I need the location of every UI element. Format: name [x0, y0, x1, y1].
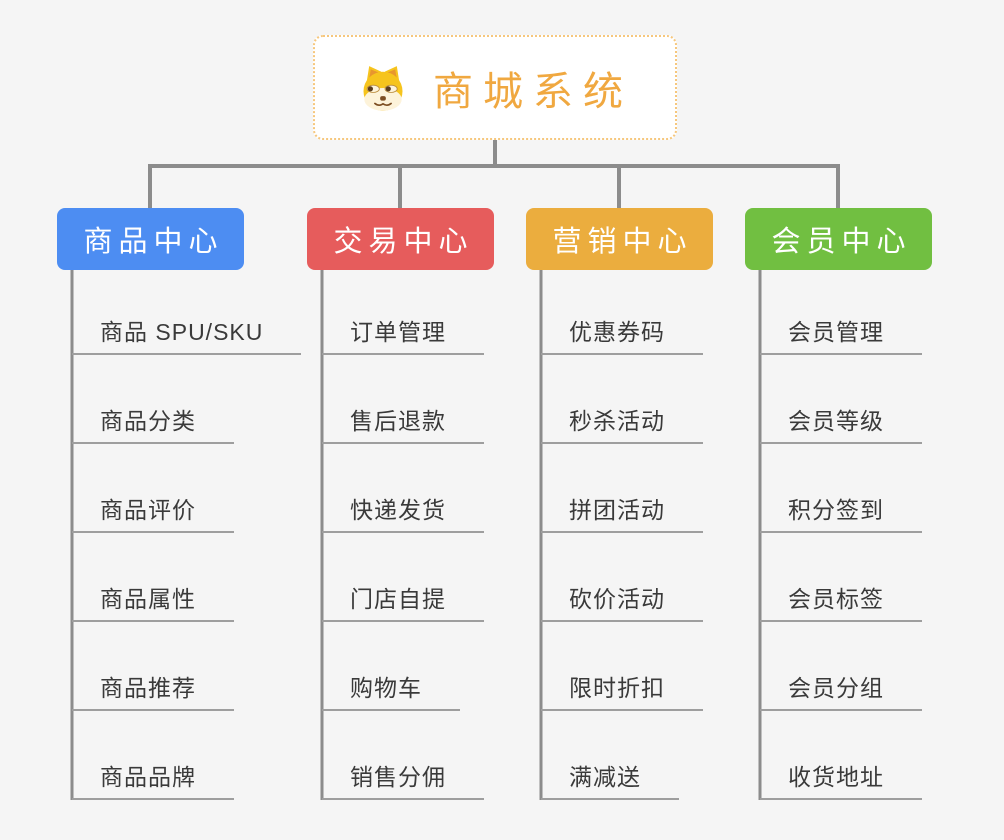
branch-node-marketing-center[interactable]: 营销中心: [526, 208, 713, 270]
root-node-label: 商城系统: [433, 69, 633, 114]
branch-node-trade-center[interactable]: 交易中心: [307, 208, 494, 270]
leaf-node[interactable]: 商品评价: [72, 493, 234, 533]
leaf-node[interactable]: 会员标签: [760, 582, 922, 622]
leaf-node[interactable]: 购物车: [322, 671, 460, 711]
leaf-node[interactable]: 会员等级: [760, 404, 922, 444]
leaf-node[interactable]: 拼团活动: [541, 493, 703, 533]
branch-node-product-center[interactable]: 商品中心: [57, 208, 244, 270]
branch-trunk-lines: [70, 268, 762, 800]
leaf-node[interactable]: 商品推荐: [72, 671, 234, 711]
leaf-node[interactable]: 优惠券码: [541, 315, 703, 355]
leaf-node[interactable]: 商品分类: [72, 404, 234, 444]
leaf-node[interactable]: 砍价活动: [541, 582, 703, 622]
leaf-node[interactable]: 收货地址: [760, 760, 922, 800]
leaf-node[interactable]: 售后退款: [322, 404, 484, 444]
leaf-node[interactable]: 销售分佣: [322, 760, 484, 800]
leaf-node[interactable]: 门店自提: [322, 582, 484, 622]
leaf-node[interactable]: 商品属性: [72, 582, 234, 622]
leaf-node[interactable]: 限时折扣: [541, 671, 703, 711]
leaf-node[interactable]: 商品 SPU/SKU: [72, 315, 302, 355]
leaf-node[interactable]: 快递发货: [322, 493, 484, 533]
root-node-mall-system[interactable]: 商城系统: [313, 35, 677, 140]
root-branch-connector: [148, 140, 840, 210]
leaf-node[interactable]: 秒杀活动: [541, 404, 703, 444]
leaf-node[interactable]: 满减送: [541, 760, 679, 800]
leaf-node[interactable]: 会员分组: [760, 671, 922, 711]
leaf-node[interactable]: 积分签到: [760, 493, 922, 533]
leaf-node[interactable]: 商品品牌: [72, 760, 234, 800]
doge-icon: [363, 65, 403, 111]
branch-node-member-center[interactable]: 会员中心: [745, 208, 932, 270]
leaf-node[interactable]: 订单管理: [322, 315, 484, 355]
leaf-node[interactable]: 会员管理: [760, 315, 922, 355]
